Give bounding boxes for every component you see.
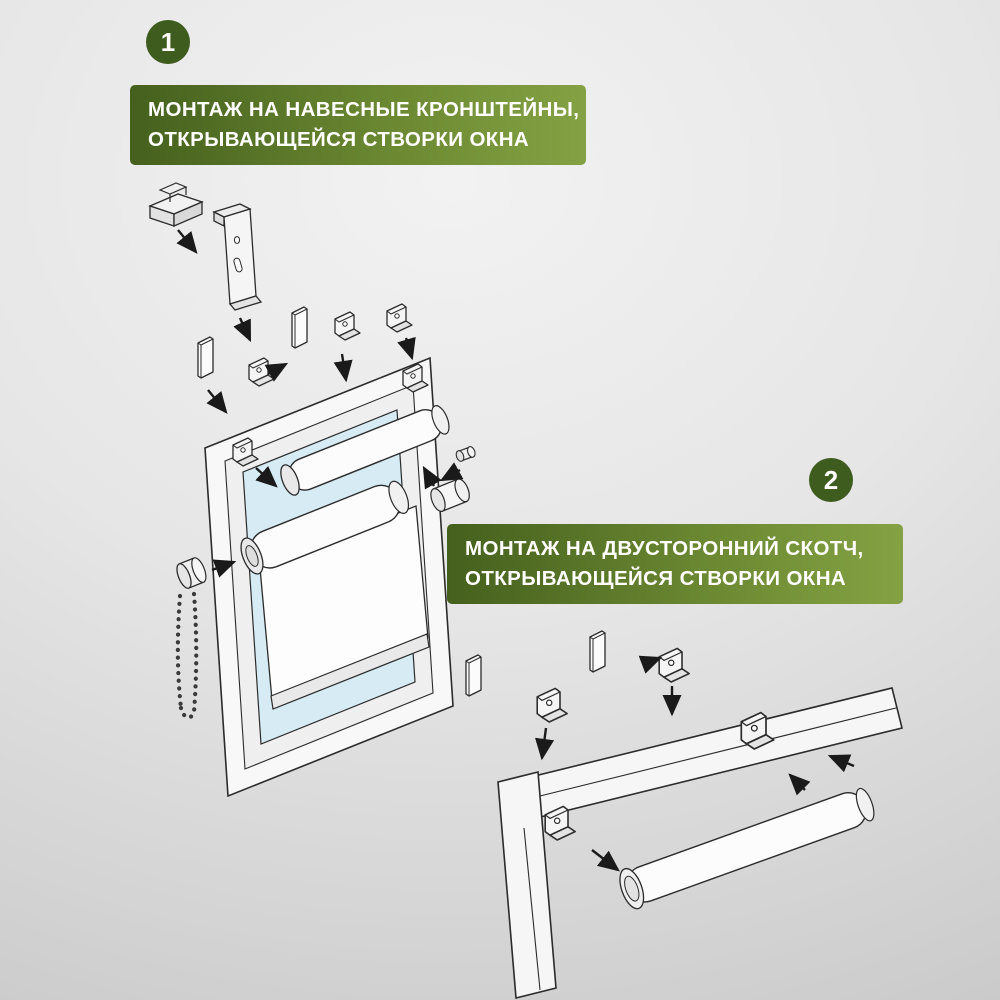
tape-strip-icon xyxy=(589,630,606,673)
step-1-banner: МОНТАЖ НА НАВЕСНЫЕ КРОНШТЕЙНЫ, ОТКРЫВАЮЩ… xyxy=(130,85,586,165)
tape-strip-icon xyxy=(197,336,214,379)
step-2-title-line-2: ОТКРЫВАЮЩЕЙСЯ СТВОРКИ ОКНА xyxy=(465,567,847,590)
arrow-icon xyxy=(827,754,855,773)
arrow-icon xyxy=(422,465,442,490)
assembly-arrows xyxy=(176,229,464,578)
arrow-icon xyxy=(535,727,555,761)
pin-adapter xyxy=(455,446,476,462)
arrow-icon xyxy=(264,362,289,382)
roller-blind-with-fabric xyxy=(240,480,430,710)
bracket-icon xyxy=(386,303,413,333)
roller-tube xyxy=(619,787,875,910)
arrow-icon xyxy=(591,849,620,872)
diagram-tape-mounting xyxy=(465,630,903,1000)
step-2-badge: 2 xyxy=(809,458,853,502)
bracket-icon xyxy=(658,647,690,683)
step-2-title-line-1: МОНТАЖ НА ДВУСТОРОННИЙ СКОТЧ, xyxy=(465,536,864,560)
bottom-bar xyxy=(270,633,430,710)
tape-strip-icon xyxy=(465,654,482,697)
arrow-icon xyxy=(211,559,237,578)
arrow-icon xyxy=(788,773,811,796)
step-2-banner: МОНТАЖ НА ДВУСТОРОННИЙ СКОТЧ, ОТКРЫВАЮЩЕ… xyxy=(447,524,903,604)
step-1-title-line-2: ОТКРЫВАЮЩЕЙСЯ СТВОРКИ ОКНА xyxy=(148,128,530,151)
arrow-icon xyxy=(397,336,416,361)
roller-tube-top xyxy=(280,405,450,496)
arrow-icon xyxy=(176,229,198,254)
step-1-title-line-1: МОНТАЖ НА НАВЕСНЫЕ КРОНШТЕЙНЫ, xyxy=(148,97,580,121)
arrow-icon xyxy=(439,462,464,482)
step-1-badge: 1 xyxy=(146,20,190,64)
tape-strip-icon xyxy=(291,306,308,349)
arrow-icon xyxy=(206,389,228,414)
diagram-bracket-mounting xyxy=(148,182,476,798)
step-1-number: 1 xyxy=(160,26,176,57)
step-2-number: 2 xyxy=(823,464,839,495)
arrow-icon xyxy=(255,466,278,488)
bead-chain xyxy=(175,591,199,720)
arrow-icon xyxy=(638,655,663,674)
chain-clutch xyxy=(176,557,207,589)
mounting-plate xyxy=(148,182,204,227)
clamp-bracket xyxy=(212,203,263,311)
bracket-icon xyxy=(536,687,568,723)
arrow-icon xyxy=(333,353,353,383)
assembly-arrows xyxy=(535,655,855,872)
window-frame-corner xyxy=(497,687,903,1000)
bracket-icon xyxy=(334,311,361,341)
arrow-icon xyxy=(233,317,252,343)
